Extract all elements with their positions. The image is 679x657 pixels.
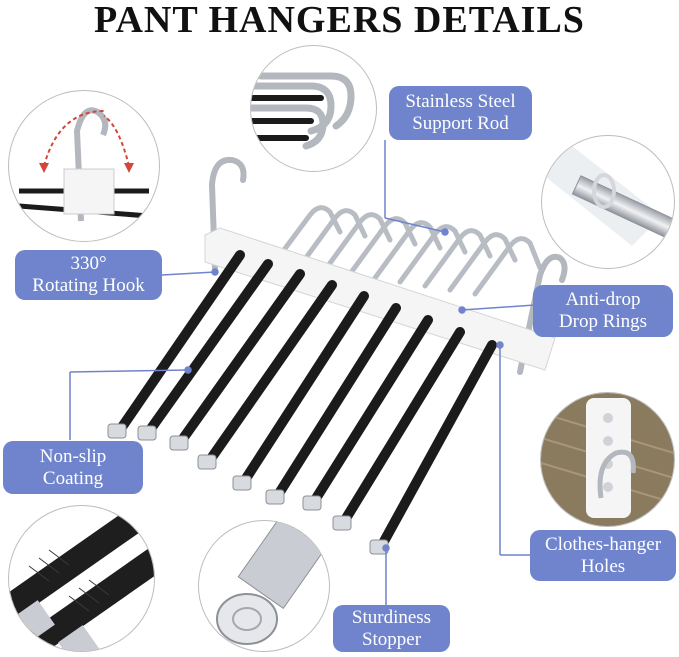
- label-rotating-hook-line2: Rotating Hook: [32, 275, 145, 296]
- label-non-slip-line1: Non-slip: [39, 445, 107, 467]
- right-hook: [517, 253, 568, 375]
- steel-rod-detail: [250, 45, 377, 172]
- label-anti-drop-line1: Anti-drop: [565, 289, 641, 310]
- page-title: PANT HANGERS DETAILS: [94, 0, 585, 41]
- leader-lines: [69, 140, 536, 605]
- label-anti-drop-line2: Drop Rings: [558, 311, 648, 332]
- label-support-rod-line1: Stainless Steel: [405, 91, 516, 112]
- drop-ring-detail: [541, 135, 675, 269]
- label-non-slip-line2: Coating: [42, 467, 104, 489]
- rotating-hook-detail: [8, 90, 160, 242]
- label-stopper-line2: Stopper: [361, 628, 422, 650]
- left-hook: [208, 156, 247, 271]
- label-rotating-hook-line1: 330°: [70, 253, 107, 274]
- label-rotating-hook: 330°Rotating Hook: [15, 250, 162, 300]
- label-clothes-holes-line2: Holes: [580, 555, 626, 577]
- label-clothes-holes-line1: Clothes-hanger: [544, 533, 662, 555]
- steel-loops: [272, 205, 543, 297]
- non-slip-coating-detail: [8, 505, 155, 652]
- stopper-detail: [198, 520, 330, 652]
- label-stopper-line1: Sturdiness: [351, 606, 432, 628]
- white-support-bar: [204, 227, 556, 371]
- black-rods: [115, 250, 497, 550]
- hanger-holes-detail: [540, 392, 675, 527]
- label-support-rod-line2: Support Rod: [412, 113, 509, 134]
